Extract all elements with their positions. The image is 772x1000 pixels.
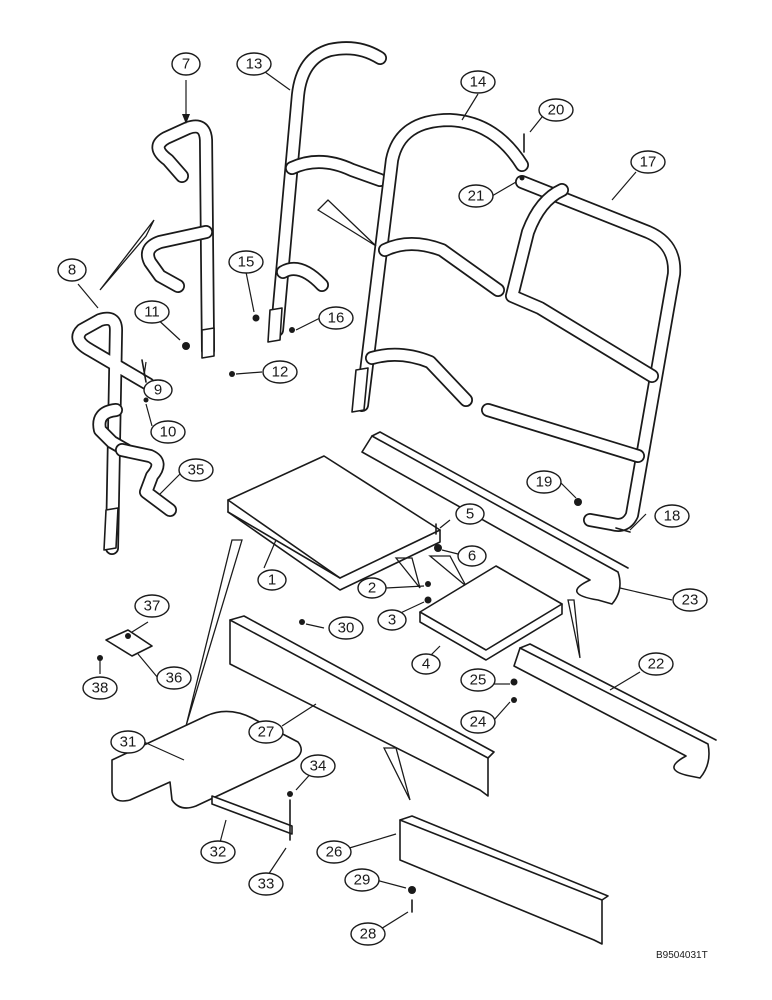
svg-text:24: 24 bbox=[470, 714, 487, 731]
svg-text:25: 25 bbox=[470, 672, 487, 689]
svg-text:2: 2 bbox=[368, 580, 376, 597]
callout-35[interactable]: 35 bbox=[178, 458, 214, 482]
svg-text:37: 37 bbox=[144, 598, 161, 615]
callout-4[interactable]: 4 bbox=[411, 653, 441, 675]
callout-9[interactable]: 9 bbox=[143, 379, 173, 401]
callout-10[interactable]: 10 bbox=[150, 420, 186, 444]
callout-23[interactable]: 23 bbox=[672, 588, 708, 612]
svg-text:33: 33 bbox=[258, 876, 275, 893]
callout-27[interactable]: 27 bbox=[248, 720, 284, 744]
callout-33[interactable]: 33 bbox=[248, 872, 284, 896]
callout-38[interactable]: 38 bbox=[82, 676, 118, 700]
callout-36[interactable]: 36 bbox=[156, 666, 192, 690]
svg-text:23: 23 bbox=[682, 592, 699, 609]
svg-text:29: 29 bbox=[354, 872, 371, 889]
svg-text:11: 11 bbox=[144, 304, 160, 321]
callout-30[interactable]: 30 bbox=[328, 616, 364, 640]
svg-text:28: 28 bbox=[360, 926, 377, 943]
part-13-handrail bbox=[267, 41, 387, 343]
part-4-step-grate bbox=[419, 565, 563, 661]
svg-text:22: 22 bbox=[648, 656, 665, 673]
svg-text:20: 20 bbox=[548, 102, 565, 119]
callout-7[interactable]: 7 bbox=[171, 52, 201, 76]
callout-2[interactable]: 2 bbox=[357, 577, 387, 599]
part-1-platform-grate bbox=[227, 455, 441, 591]
callout-19[interactable]: 19 bbox=[526, 470, 562, 494]
callout-14[interactable]: 14 bbox=[460, 70, 496, 94]
svg-text:1: 1 bbox=[268, 572, 276, 589]
wedge-indicators bbox=[99, 199, 581, 801]
svg-text:4: 4 bbox=[422, 656, 430, 673]
svg-text:15: 15 bbox=[238, 254, 255, 271]
svg-text:8: 8 bbox=[68, 262, 76, 279]
svg-text:27: 27 bbox=[258, 724, 275, 741]
leader-lines bbox=[77, 71, 673, 933]
callout-12[interactable]: 12 bbox=[262, 360, 298, 384]
callout-24[interactable]: 24 bbox=[460, 710, 496, 734]
callout-18[interactable]: 18 bbox=[654, 504, 690, 528]
svg-text:10: 10 bbox=[160, 424, 177, 441]
callout-26[interactable]: 26 bbox=[316, 840, 352, 864]
callout-31[interactable]: 31 bbox=[110, 730, 146, 754]
svg-text:13: 13 bbox=[246, 56, 263, 73]
svg-text:7: 7 bbox=[182, 56, 190, 73]
callout-15[interactable]: 15 bbox=[228, 250, 264, 274]
part-27-side-channel bbox=[229, 615, 495, 797]
svg-text:31: 31 bbox=[120, 734, 137, 751]
callout-29[interactable]: 29 bbox=[344, 868, 380, 892]
callout-13[interactable]: 13 bbox=[236, 52, 272, 76]
svg-text:35: 35 bbox=[188, 462, 205, 479]
callout-20[interactable]: 20 bbox=[538, 98, 574, 122]
part-14-handrail bbox=[351, 113, 529, 413]
svg-text:5: 5 bbox=[466, 506, 474, 523]
part-17-handrail bbox=[481, 175, 682, 532]
callout-37[interactable]: 37 bbox=[134, 594, 170, 618]
svg-text:30: 30 bbox=[338, 620, 355, 637]
svg-text:36: 36 bbox=[166, 670, 183, 687]
callout-1[interactable]: 1 bbox=[257, 569, 287, 591]
callout-8[interactable]: 8 bbox=[57, 258, 87, 282]
svg-text:12: 12 bbox=[272, 364, 289, 381]
part-36-mounting-bracket bbox=[105, 629, 153, 657]
part-35-handrail bbox=[115, 443, 177, 517]
callout-32[interactable]: 32 bbox=[200, 840, 236, 864]
callout-5[interactable]: 5 bbox=[455, 503, 485, 525]
svg-text:6: 6 bbox=[468, 548, 476, 565]
hardware bbox=[97, 133, 631, 913]
svg-text:9: 9 bbox=[154, 382, 162, 399]
callout-16[interactable]: 16 bbox=[318, 306, 354, 330]
svg-text:14: 14 bbox=[470, 74, 487, 91]
part-7-handrail bbox=[141, 119, 215, 359]
svg-text:19: 19 bbox=[536, 474, 553, 491]
part-26-side-channel bbox=[399, 815, 609, 945]
svg-text:3: 3 bbox=[388, 612, 396, 629]
svg-text:18: 18 bbox=[664, 508, 681, 525]
callout-25[interactable]: 25 bbox=[460, 668, 496, 692]
callout-6[interactable]: 6 bbox=[457, 545, 487, 567]
callout-34[interactable]: 34 bbox=[300, 754, 336, 778]
callout-11[interactable]: 11 bbox=[134, 300, 170, 324]
part-32-angle-bracket bbox=[211, 795, 293, 835]
svg-text:38: 38 bbox=[92, 680, 109, 697]
callout-3[interactable]: 3 bbox=[377, 609, 407, 631]
part-22-side-channel bbox=[513, 643, 717, 779]
svg-text:34: 34 bbox=[310, 758, 327, 775]
svg-text:26: 26 bbox=[326, 844, 343, 861]
callout-21[interactable]: 21 bbox=[458, 184, 494, 208]
svg-text:32: 32 bbox=[210, 844, 227, 861]
figure-reference-code: B9504031T bbox=[656, 950, 708, 961]
part-8-handrail bbox=[71, 311, 155, 555]
callout-17[interactable]: 17 bbox=[630, 150, 666, 174]
svg-text:21: 21 bbox=[468, 188, 485, 205]
svg-text:17: 17 bbox=[640, 154, 657, 171]
callout-22[interactable]: 22 bbox=[638, 652, 674, 676]
svg-text:16: 16 bbox=[328, 310, 345, 327]
part-23-side-channel bbox=[361, 431, 629, 605]
callout-28[interactable]: 28 bbox=[350, 922, 386, 946]
